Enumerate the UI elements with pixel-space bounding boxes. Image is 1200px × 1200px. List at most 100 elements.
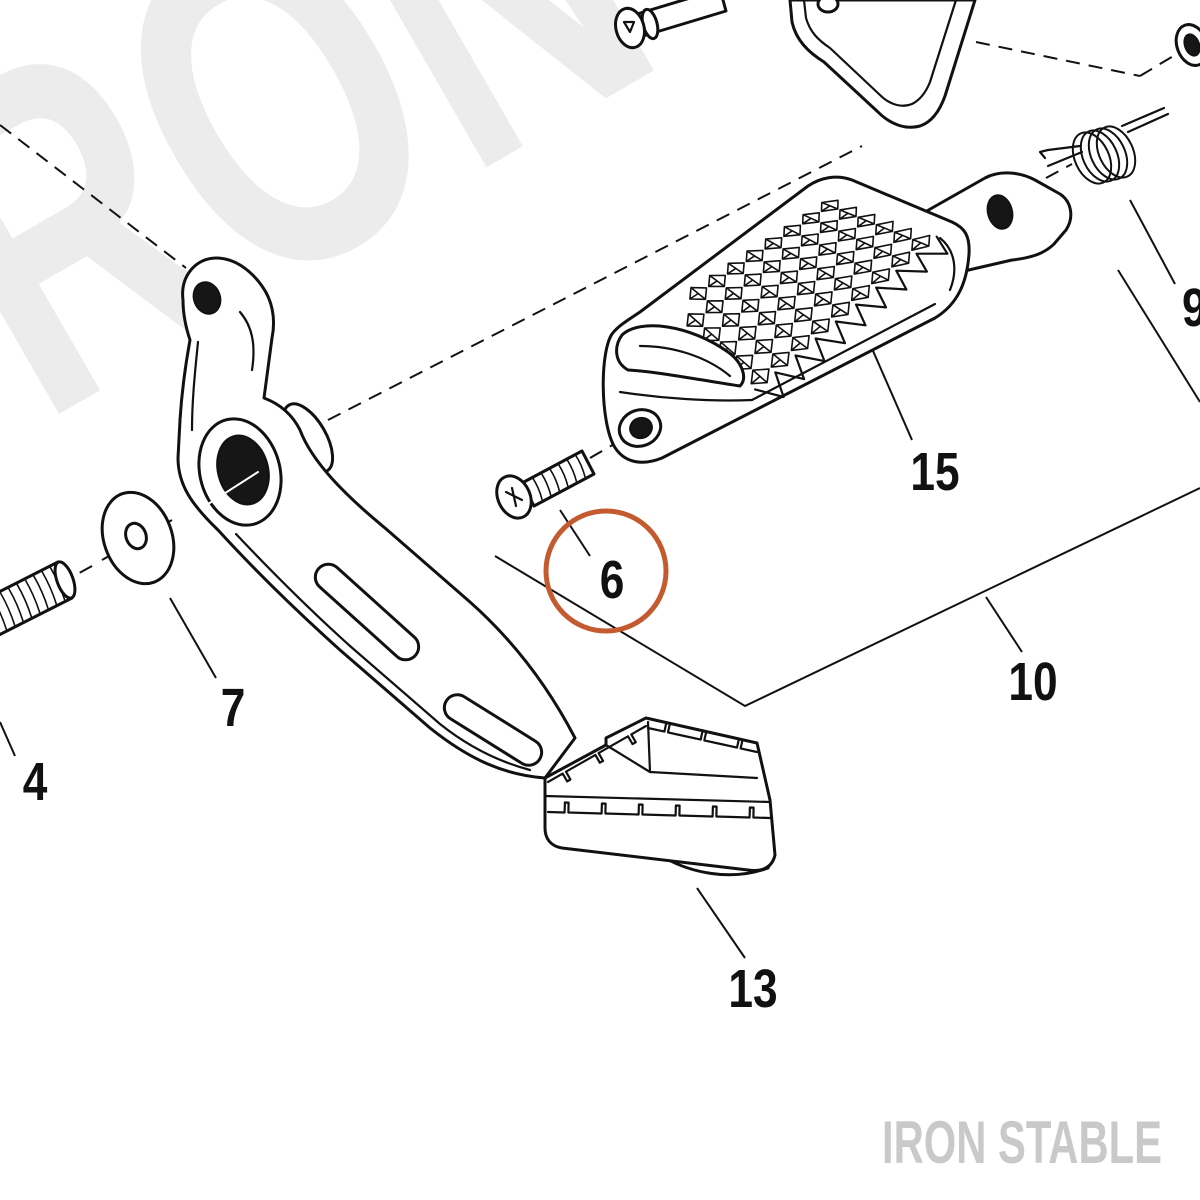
- leader-10-bracket: [494, 487, 1200, 708]
- peg-tooth: [820, 199, 839, 213]
- peg-tooth: [689, 286, 708, 301]
- peg-tooth: [770, 351, 790, 368]
- peg-tooth: [816, 265, 836, 281]
- peg-tooth: [726, 262, 745, 275]
- return-spring: [1038, 106, 1170, 185]
- peg-tooth: [837, 227, 857, 242]
- peg-tooth: [850, 284, 871, 302]
- peg-tooth: [853, 259, 873, 275]
- peg-tooth: [707, 274, 727, 288]
- spring-hook-arm: [1038, 144, 1082, 160]
- footpad-top-recess: [604, 743, 759, 780]
- top-bolt-head: [614, 6, 646, 50]
- washer: [100, 490, 176, 586]
- peg-tooth: [835, 250, 855, 266]
- callout-7: 7: [221, 678, 246, 738]
- pivot-bolt-threads: [0, 566, 66, 631]
- pivot-bolt-thread-line: [0, 592, 16, 626]
- leader-9: [1129, 199, 1176, 285]
- leader-7: [169, 597, 217, 679]
- dashed-line-top-right-bolt: [1139, 51, 1181, 77]
- screw-thread-line: [557, 463, 569, 487]
- leader-6: [559, 509, 591, 557]
- top-right-bolt: [1174, 23, 1200, 67]
- pedal-slot-lower: [442, 693, 544, 767]
- pedal-arm-edge: [190, 340, 200, 432]
- spring-coil: [1079, 129, 1121, 183]
- phillips-recess-icon: [504, 486, 524, 508]
- leader-13: [696, 887, 746, 959]
- pedal-arm-inner-edge: [238, 310, 255, 372]
- pivot-bolt: [0, 560, 77, 637]
- peg-tooth: [893, 227, 913, 244]
- peg-screw-hole-inner: [629, 416, 653, 440]
- peg-tooth: [743, 273, 762, 287]
- dashed-line-bolt-axis: [69, 565, 93, 579]
- peg-tooth: [774, 322, 794, 339]
- callout-labels: 15 6 9 7 4 10 13: [23, 278, 1200, 1019]
- leader-10-upper: [1117, 269, 1200, 403]
- peg-teeth-edge: [754, 235, 949, 399]
- peg-tooth: [800, 233, 819, 247]
- footpad-left-teeth: [546, 724, 648, 784]
- peg-teeth-grid: [686, 199, 931, 385]
- highlight-circle: [543, 508, 669, 634]
- corner-watermark: IRON STABLE: [882, 1109, 1162, 1176]
- peg-end-cap: [615, 324, 745, 388]
- footpad-groove: [646, 720, 652, 774]
- spring-coil: [1087, 127, 1129, 181]
- footpad-back-teeth: [646, 721, 759, 754]
- peg-tooth: [790, 334, 810, 352]
- dashed-line-top-right: [975, 41, 1141, 77]
- torx-recess-icon: [622, 20, 636, 34]
- callout-4: 4: [23, 752, 48, 812]
- washer-hole: [124, 521, 148, 551]
- peg-tooth: [783, 224, 802, 238]
- footrest-peg: [601, 171, 1073, 464]
- peg-tooth: [760, 284, 779, 299]
- callout-9: 9: [1182, 278, 1200, 338]
- pivot-bolt-thread-line: [7, 587, 24, 622]
- peg-tooth: [819, 219, 839, 234]
- peg-tooth: [830, 301, 851, 318]
- top-right-bolt-recess: [1183, 33, 1200, 57]
- peg-front-edge: [618, 390, 754, 402]
- peg-tab-hole: [986, 194, 1014, 230]
- peg-tooth: [818, 241, 837, 256]
- pedal-slot-upper: [313, 562, 421, 662]
- leader-4: [0, 721, 16, 757]
- spring-coil: [1071, 131, 1113, 185]
- peg-tooth: [810, 318, 830, 335]
- footpad-front-edge: [543, 794, 772, 804]
- peg-end-cap-contour: [638, 344, 732, 378]
- peg-rear-edge: [938, 236, 956, 292]
- peg-tooth: [741, 298, 760, 313]
- top-bracket-inner-edge: [802, 0, 958, 107]
- peg-tooth: [781, 246, 800, 260]
- screw: [495, 449, 596, 520]
- peg-tooth: [764, 237, 783, 250]
- peg-tooth: [737, 325, 757, 341]
- peg-tooth: [911, 234, 931, 251]
- peg-tooth: [721, 312, 741, 327]
- top-bracket: [788, 0, 977, 129]
- peg-tooth: [891, 251, 911, 268]
- pivot-bolt-thread-line: [16, 583, 33, 618]
- peg-tooth: [833, 275, 853, 291]
- peg-tooth: [745, 249, 764, 263]
- screw-threads: [532, 454, 586, 501]
- dashed-line-eye: [0, 124, 187, 269]
- callout-13: 13: [728, 959, 777, 1019]
- peg-tooth: [871, 268, 891, 285]
- spring-arm-upper-edge: [1126, 112, 1170, 134]
- peg-tooth: [750, 368, 770, 385]
- screw-thread-line: [566, 459, 578, 482]
- screw-thread-line: [540, 472, 552, 496]
- pedal-arm-lower-edge: [234, 532, 532, 772]
- peg-tooth: [793, 307, 813, 323]
- peg-tooth: [798, 256, 818, 271]
- spring-arm-lower: [1046, 150, 1084, 168]
- peg-tooth: [762, 259, 781, 274]
